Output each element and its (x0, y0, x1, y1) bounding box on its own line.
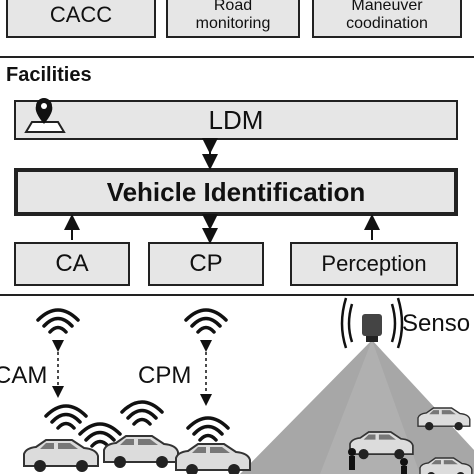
sensor-label: Senso (402, 310, 471, 337)
ca-box: CA (14, 242, 130, 286)
pedestrian-icon (348, 448, 408, 474)
maneuver-label-2: coodination (346, 15, 428, 32)
cacc-label: CACC (49, 2, 113, 27)
layer-divider-bottom (0, 294, 474, 296)
cp-box: CP (148, 242, 264, 286)
maneuver-label-1: Maneuver (351, 0, 423, 14)
wifi-signal-icon-cam (36, 308, 80, 334)
ldm-label: LDM (208, 104, 264, 135)
cpm-label: CPM (138, 362, 192, 389)
car-icon-1 (23, 439, 99, 473)
car-icon-3 (175, 443, 251, 474)
wifi-signal-icon-car-4 (186, 416, 230, 442)
ca-label: CA (55, 250, 89, 277)
vehicle-identification-box: Vehicle Identification (14, 168, 458, 216)
cacc-box: CACC (6, 0, 156, 38)
perception-label: Perception (321, 251, 427, 276)
roadside-sensor-icon (340, 297, 404, 349)
maneuver-coordination-box: Maneuver coodination (312, 0, 462, 38)
road-monitoring-box: Road monitoring (166, 0, 300, 38)
road-monitoring-label-2: monitoring (195, 15, 271, 32)
wifi-signal-icon-car-3 (120, 400, 164, 426)
vehicle-identification-label: Vehicle Identification (106, 176, 366, 207)
layer-divider-top (0, 56, 474, 58)
wifi-signal-icon-car-1 (44, 404, 88, 430)
cam-label: CAM (0, 362, 48, 389)
cp-label: CP (189, 250, 223, 277)
map-pin-icon (24, 98, 66, 133)
perception-box: Perception (290, 242, 458, 286)
road-monitoring-label-1: Road (213, 0, 253, 14)
wifi-signal-icon-cpm (184, 308, 228, 334)
ldm-box: LDM (14, 100, 458, 140)
facilities-title: Facilities (6, 64, 92, 86)
